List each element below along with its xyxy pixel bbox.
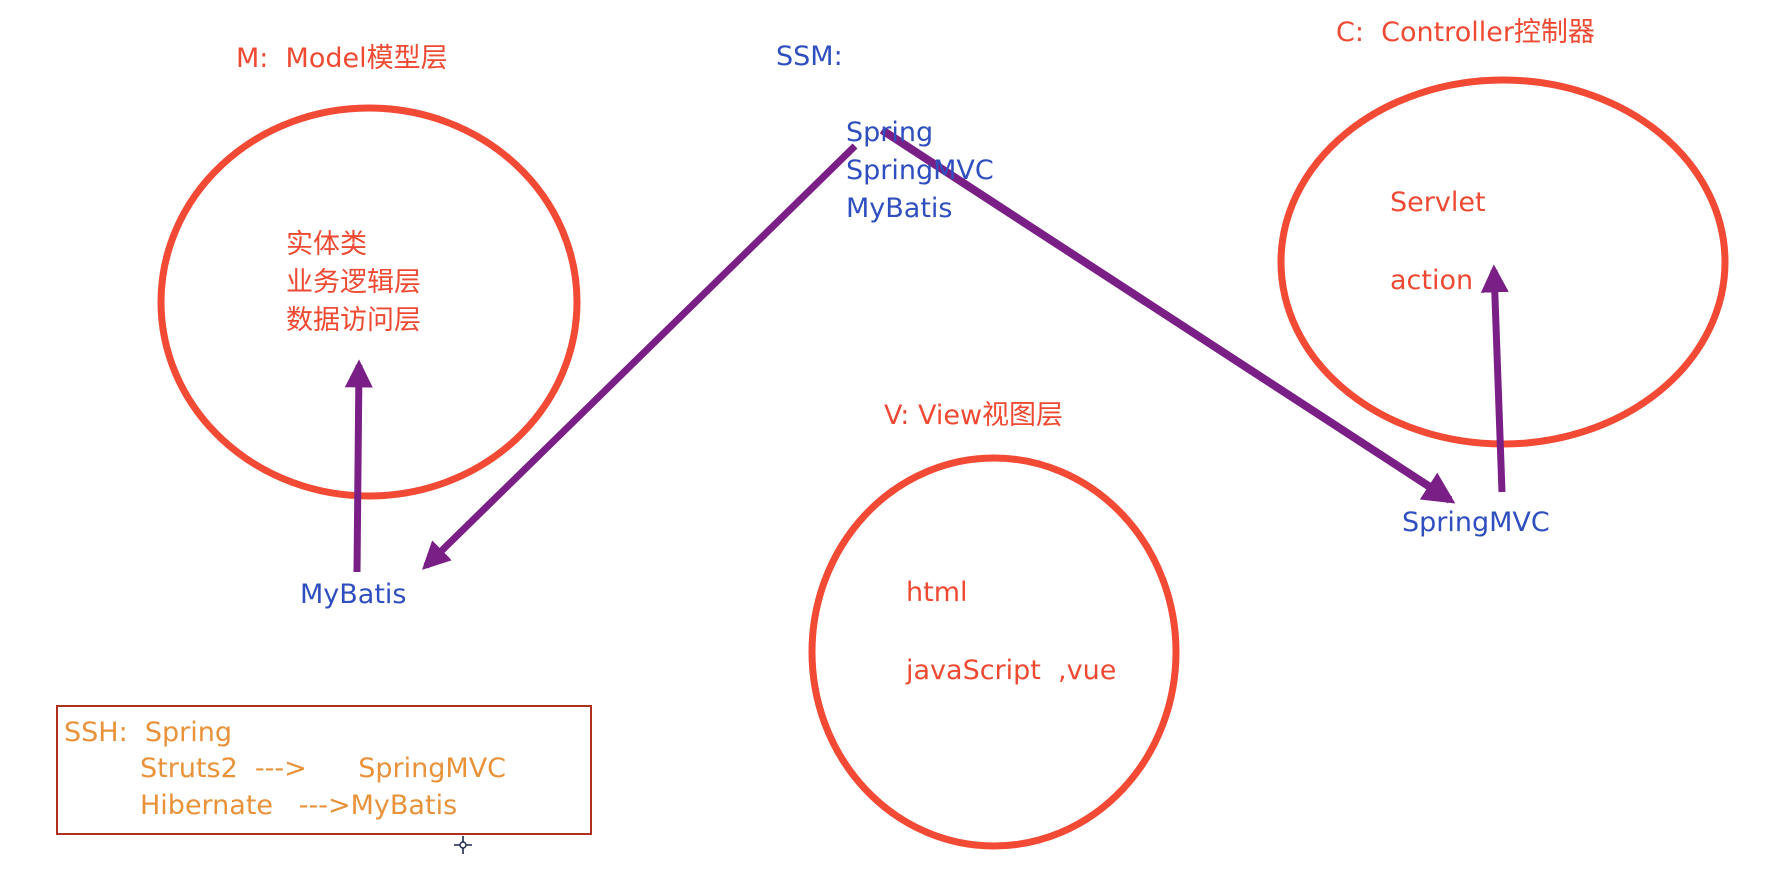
view-item-js-vue: javaScript ,vue (906, 655, 1117, 686)
view-title: V: View视图层 (884, 400, 1064, 431)
ssh-line-struts: Struts2 ---> SpringMVC (140, 753, 507, 784)
model-item-entity: 实体类 (286, 229, 367, 260)
model-item-business: 业务逻辑层 (286, 267, 421, 298)
controller-item-servlet: Servlet (1390, 187, 1486, 218)
controller-title: C: Controller控制器 (1336, 17, 1595, 48)
model-title: M: Model模型层 (236, 43, 448, 74)
ssm-title: SSM: (776, 41, 843, 72)
view-circle (808, 454, 1180, 850)
ssm-item-springmvc: SpringMVC (846, 155, 994, 186)
arrow-springmvc-to-controller (1480, 264, 1509, 493)
ssh-line-hibernate: Hibernate --->MyBatis (140, 790, 458, 821)
ssm-item-spring: Spring (846, 117, 934, 148)
controller-item-action: action (1390, 265, 1474, 296)
arrow-ssm-to-mybatis (421, 143, 858, 570)
arrow-mybatis-to-model (344, 359, 373, 573)
crosshair-cursor-icon (454, 836, 472, 854)
ssh-box (56, 705, 592, 835)
view-item-html: html (906, 577, 968, 608)
model-framework-label: MyBatis (300, 579, 407, 610)
ssm-item-mybatis: MyBatis (846, 193, 953, 224)
ssh-line-spring: SSH: Spring (64, 717, 232, 748)
arrow-ssm-to-springmvc (879, 126, 1456, 504)
model-item-data-access: 数据访问层 (286, 305, 421, 336)
controller-framework-label: SpringMVC (1402, 507, 1550, 538)
controller-circle (1277, 76, 1729, 448)
model-circle (157, 104, 581, 500)
